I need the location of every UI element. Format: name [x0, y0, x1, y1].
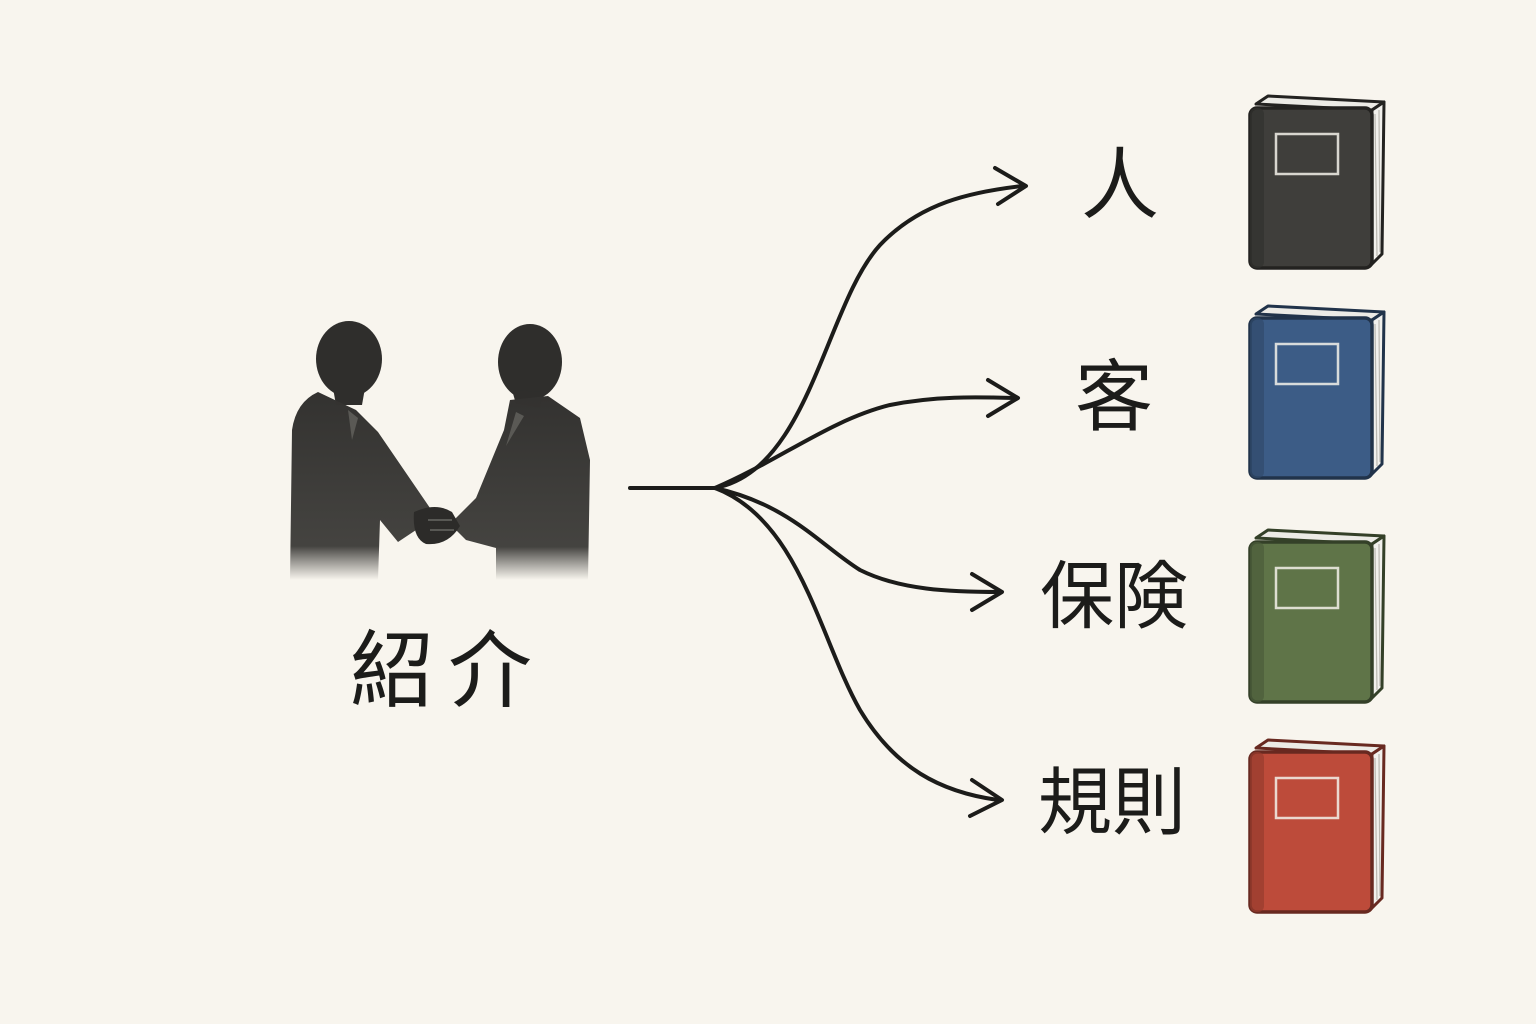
book-spine — [1250, 542, 1264, 702]
arrow-to-branch-1 — [713, 166, 1028, 490]
book-label — [1274, 132, 1340, 176]
book-label — [1274, 566, 1340, 610]
book-icon-insurance — [1248, 528, 1386, 704]
book-spine — [1250, 108, 1264, 268]
book-icon-rules — [1248, 738, 1386, 914]
book-label — [1274, 776, 1340, 820]
book-spine — [1250, 318, 1264, 478]
arrow-to-branch-3 — [713, 486, 1004, 612]
branch-label-rules: 規則 — [1038, 760, 1186, 846]
book-page-lines — [1374, 753, 1381, 901]
book-cover — [1248, 316, 1374, 480]
arrow-to-branch-2 — [713, 378, 1020, 490]
book-icon-person — [1248, 94, 1386, 270]
book-label — [1274, 342, 1340, 386]
book-spine — [1250, 752, 1264, 912]
book-cover — [1248, 106, 1374, 270]
branch-arrows — [628, 166, 1028, 818]
handshake-icon — [290, 321, 590, 580]
arrow-to-branch-4 — [713, 486, 1004, 818]
book-cover — [1248, 750, 1374, 914]
right-person-silhouette — [450, 324, 590, 580]
book-cover — [1248, 540, 1374, 704]
clasped-hands — [413, 507, 460, 545]
left-person-silhouette — [290, 321, 430, 580]
book-page-lines — [1374, 543, 1381, 691]
book-icon-customer — [1248, 304, 1386, 480]
book-page-lines — [1374, 319, 1381, 467]
book-page-lines — [1374, 109, 1381, 257]
branch-label-insurance: 保険 — [1040, 554, 1188, 640]
branch-label-person: 人 — [1081, 141, 1159, 231]
source-label: 紹介 — [350, 622, 546, 720]
branch-label-customer: 客 — [1075, 353, 1153, 443]
